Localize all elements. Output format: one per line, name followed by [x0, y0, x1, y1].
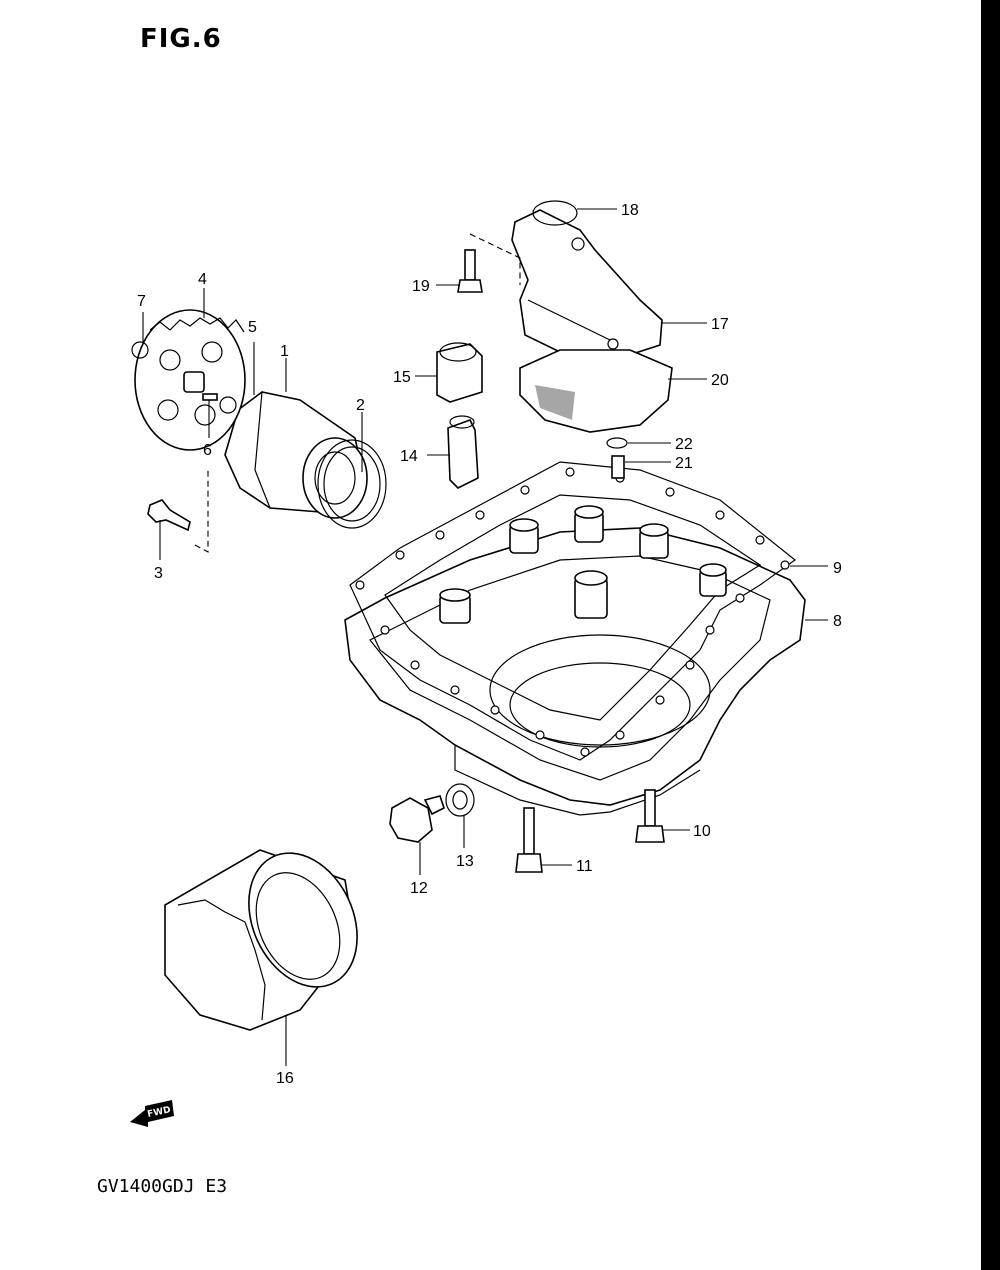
callout-16: 16 [276, 1070, 294, 1087]
strainer-washer-bolt [606, 437, 628, 479]
callout-17: 17 [711, 316, 729, 333]
page-edge-strip [981, 0, 1000, 1270]
leader-lines [142, 208, 828, 1066]
callout-15: 15 [393, 369, 411, 386]
callout-8: 8 [833, 613, 842, 630]
drain-plug-gasket [445, 783, 475, 817]
forward-arrow-icon: FWD [130, 1100, 174, 1127]
pump-gasket [317, 439, 387, 529]
strainer-o-ring [532, 200, 578, 226]
callout-21: 21 [675, 455, 693, 472]
callout-3: 3 [154, 565, 163, 582]
callout-1: 1 [280, 343, 289, 360]
drain-plug [389, 795, 445, 843]
callout-numbers: 1 2 3 4 5 6 7 8 9 10 11 12 13 14 15 16 1… [137, 202, 842, 1087]
oil-pan [344, 527, 806, 816]
model-code: GV1400GDJ E3 [97, 1176, 228, 1197]
callout-20: 20 [711, 372, 729, 389]
callout-11: 11 [576, 858, 593, 875]
callout-7: 7 [137, 293, 146, 310]
strainer-screen [519, 349, 673, 433]
figure-title: FIG.6 [140, 24, 222, 54]
callout-13: 13 [456, 853, 474, 870]
callout-6: 6 [203, 442, 212, 459]
callout-19: 19 [412, 278, 430, 295]
callout-14: 14 [400, 448, 418, 465]
pan-bolt-short [635, 789, 665, 843]
pan-bolt-long [515, 807, 543, 873]
callout-10: 10 [693, 823, 711, 840]
bypass-cover [436, 342, 483, 403]
callout-9: 9 [833, 560, 842, 577]
fwd-label: FWD [147, 1105, 172, 1120]
pin-and-washer [131, 341, 237, 414]
oil-pump [224, 391, 368, 519]
strainer-bolt [457, 233, 521, 293]
callout-12: 12 [410, 880, 428, 897]
callout-2: 2 [356, 397, 365, 414]
callout-18: 18 [621, 202, 639, 219]
oil-pump-gear [134, 309, 246, 451]
callout-22: 22 [675, 436, 693, 453]
bypass-valve [447, 415, 479, 489]
pump-bolt [147, 470, 209, 553]
oil-strainer [511, 209, 663, 359]
callout-4: 4 [198, 271, 207, 288]
oil-pan-gasket [349, 461, 796, 761]
oil-filter [164, 849, 358, 1031]
callout-5: 5 [248, 319, 257, 336]
